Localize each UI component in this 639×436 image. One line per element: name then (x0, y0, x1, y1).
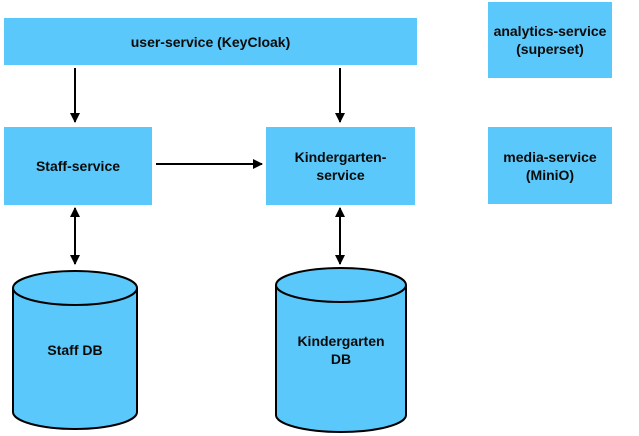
user-service-box: user-service (KeyCloak) (4, 18, 417, 65)
kindergarten-db: Kindergarten DB (276, 310, 406, 390)
user-service-label: user-service (KeyCloak) (130, 33, 291, 50)
staff-db: Staff DB (13, 310, 137, 390)
analytics-service-box: analytics-service (superset) (488, 2, 612, 78)
staff-db-label: Staff DB (47, 342, 103, 358)
kindergarten-db-label: Kindergarten DB (297, 333, 385, 367)
kindergarten-service-label: Kindergarten- service (294, 149, 387, 183)
staff-db-cylinder (12, 270, 138, 430)
media-service-box: media-service (MiniO) (488, 127, 612, 204)
staff-service-box: Staff-service (4, 127, 152, 205)
kindergarten-service-box: Kindergarten- service (266, 127, 415, 205)
analytics-service-label: analytics-service (superset) (493, 23, 607, 57)
kindergarten-db-cylinder (275, 267, 407, 433)
staff-service-label: Staff-service (35, 158, 121, 174)
media-service-label: media-service (MiniO) (503, 148, 597, 183)
